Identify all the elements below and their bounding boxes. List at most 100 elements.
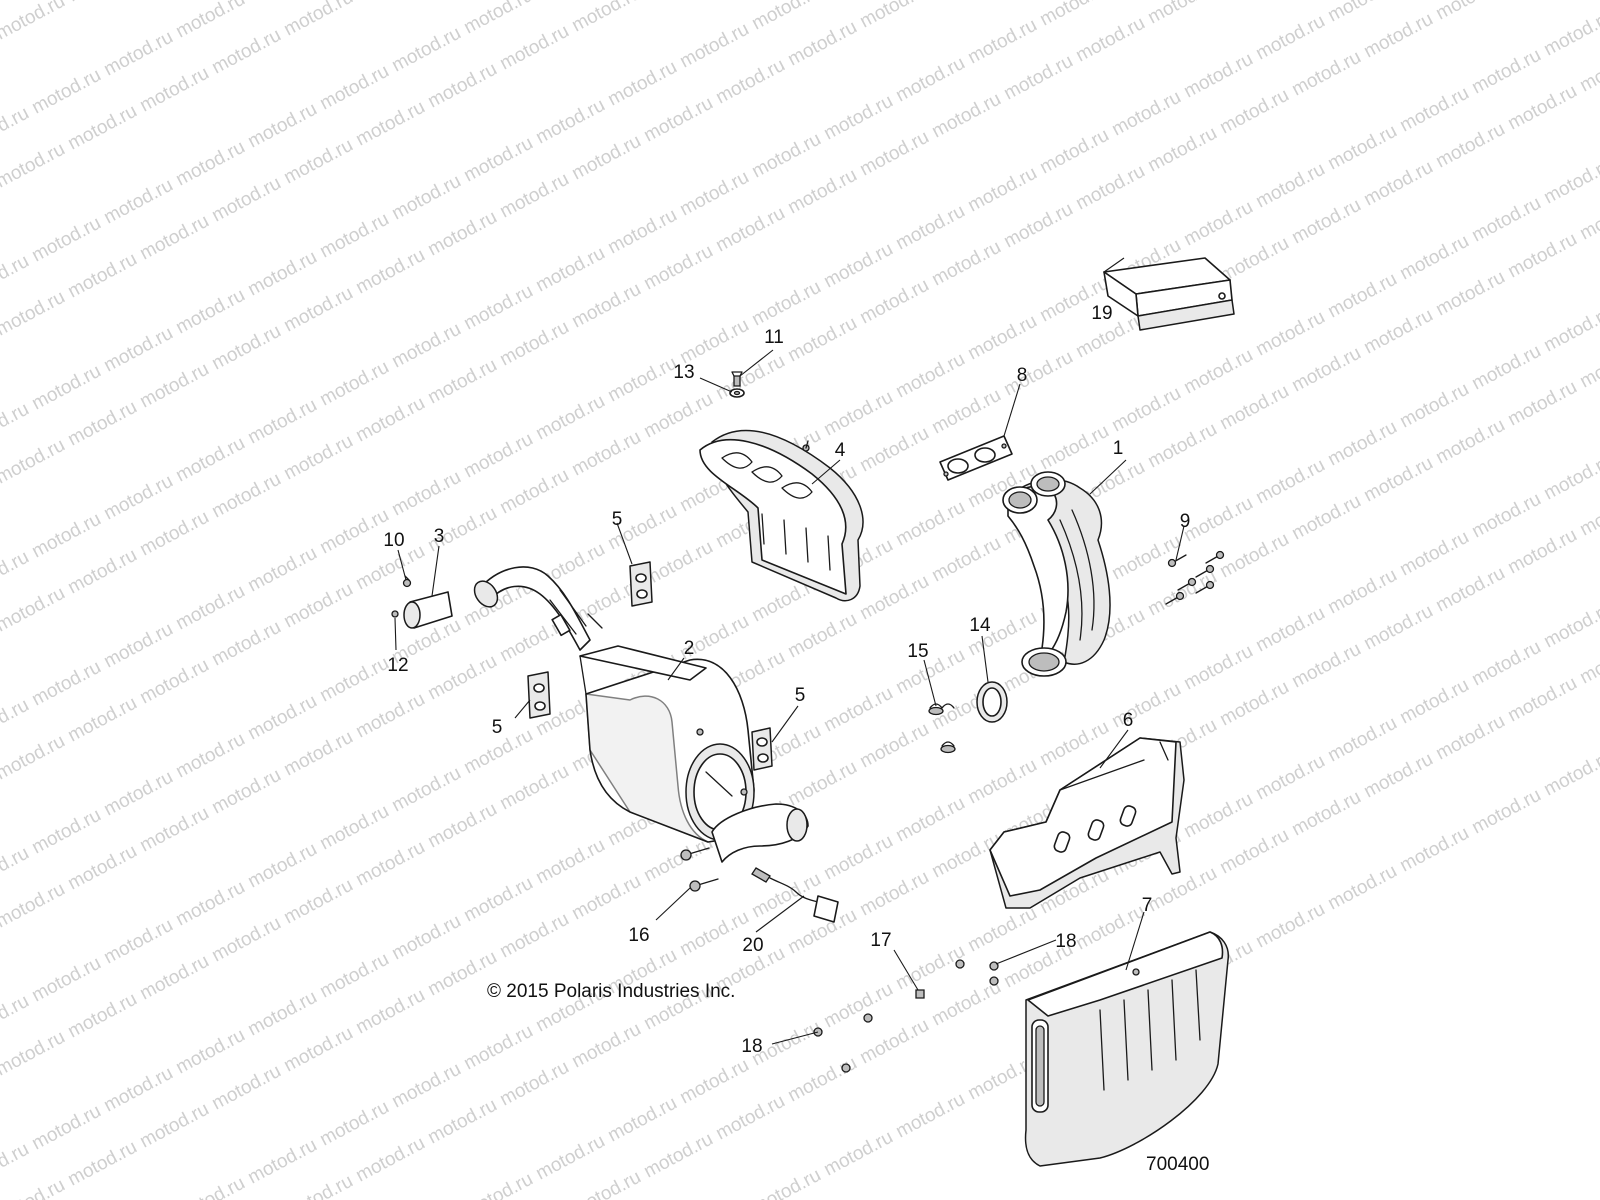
- watermark-text: motod.ru: [1180, 789, 1256, 843]
- watermark-text: motod.ru: [1360, 749, 1436, 803]
- watermark-text: motod.ru: [100, 767, 176, 821]
- watermark-text: motod.ru: [784, 757, 860, 811]
- watermark-text: motod.ru: [928, 89, 1004, 143]
- watermark-text: motod.ru: [1576, 43, 1600, 97]
- watermark-text: motod.ru: [0, 399, 33, 453]
- watermark-text: motod.ru: [820, 831, 896, 885]
- watermark-text: motod.ru: [496, 317, 572, 371]
- watermark-text: motod.ru: [712, 203, 788, 257]
- watermark-text: motod.ru: [604, 353, 680, 407]
- diagram-number: 700400: [1146, 1154, 1209, 1175]
- part-7-underside-heat-shield: [1024, 931, 1230, 1167]
- watermark-text: motod.ru: [0, 139, 69, 193]
- callout-18-lower: 18: [741, 1036, 762, 1057]
- watermark-text: motod.ru: [568, 279, 644, 333]
- part-8-gasket: [939, 435, 1013, 481]
- leader-lines: [394, 257, 1185, 1045]
- watermark-text: motod.ru: [1288, 639, 1364, 693]
- watermark-text: motod.ru: [172, 0, 248, 42]
- watermark-text: motod.ru: [856, 571, 932, 625]
- watermark-text: motod.ru: [0, 695, 33, 749]
- watermark-text: motod.ru: [1360, 305, 1436, 359]
- watermark-text: motod.ru: [1000, 199, 1076, 253]
- watermark-text: motod.ru: [892, 201, 968, 255]
- watermark-text: motod.ru: [244, 395, 320, 449]
- watermark-text: motod.ru: [784, 313, 860, 367]
- watermark-text: motod.ru: [532, 391, 608, 445]
- watermark-text: motod.ru: [964, 311, 1040, 365]
- watermark-text: motod.ru: [1540, 155, 1600, 209]
- watermark-text: motod.ru: [208, 25, 284, 79]
- watermark-text: motod.ru: [424, 1095, 500, 1149]
- part-2-muffler: [473, 566, 809, 863]
- part-18-fasteners: [813, 959, 999, 1073]
- copyright-text: © 2015 Polaris Industries Inc.: [487, 981, 735, 1002]
- watermark-text: motod.ru: [1396, 379, 1472, 433]
- watermark-text: motod.ru: [244, 987, 320, 1041]
- callout-5-upper: 5: [612, 509, 623, 530]
- watermark-text: motod.ru: [0, 991, 33, 1045]
- watermark-text: motod.ru: [1540, 303, 1600, 357]
- watermark-text: motod.ru: [100, 619, 176, 673]
- watermark-text: motod.ru: [1576, 635, 1600, 689]
- watermark-text: motod.ru: [964, 903, 1040, 957]
- watermark-text: motod.ru: [784, 609, 860, 663]
- watermark-text: motod.ru: [388, 763, 464, 817]
- watermark-text: motod.ru: [1036, 0, 1112, 30]
- watermark-text: motod.ru: [1036, 421, 1112, 475]
- watermark-text: motod.ru: [820, 387, 896, 441]
- part-11-screw: [731, 371, 743, 387]
- watermark-text: motod.ru: [244, 543, 320, 597]
- watermark-text: motod.ru: [172, 433, 248, 487]
- watermark-text: motod.ru: [1468, 341, 1544, 395]
- watermark-text: motod.ru: [1504, 229, 1580, 283]
- watermark-text: motod.ru: [136, 359, 212, 413]
- watermark-text: motod.ru: [172, 729, 248, 783]
- watermark-text: motod.ru: [136, 803, 212, 857]
- watermark-text: motod.ru: [0, 287, 69, 341]
- part-5-isolator-right: [751, 727, 773, 771]
- watermark-text: motod.ru: [1432, 563, 1508, 617]
- watermark-text: motod.ru: [64, 397, 140, 451]
- watermark-text: motod.ru: [0, 1175, 69, 1200]
- watermark-text: motod.ru: [820, 239, 896, 293]
- watermark-text: motod.ru: [1432, 711, 1508, 765]
- watermark-text: motod.ru: [388, 467, 464, 521]
- callout-15: 15: [907, 641, 928, 662]
- watermark-text: motod.ru: [676, 167, 752, 221]
- watermark-text: motod.ru: [64, 989, 140, 1043]
- watermark-text: motod.ru: [1216, 85, 1292, 139]
- part-9-bolts: [1165, 550, 1225, 605]
- watermark-text: motod.ru: [1576, 487, 1600, 541]
- watermark-text: motod.ru: [460, 429, 536, 483]
- watermark-text: motod.ru: [244, 1135, 320, 1189]
- watermark-text: motod.ru: [100, 323, 176, 377]
- watermark-text: motod.ru: [1072, 901, 1148, 955]
- part-17-fastener: [915, 989, 925, 999]
- watermark-text: motod.ru: [316, 209, 392, 263]
- watermark-text: motod.ru: [208, 913, 284, 967]
- watermark-text: motod.ru: [1180, 493, 1256, 547]
- watermark-text: motod.ru: [1540, 451, 1600, 505]
- watermark-text: motod.ru: [1396, 675, 1472, 729]
- watermark-text: motod.ru: [100, 471, 176, 525]
- watermark-text: motod.ru: [748, 0, 824, 34]
- watermark-text: motod.ru: [0, 251, 33, 305]
- watermark-text: motod.ru: [1360, 9, 1436, 63]
- watermark-text: motod.ru: [1252, 455, 1328, 509]
- part-20-o2-sensor: [751, 867, 839, 923]
- watermark-text: motod.ru: [316, 653, 392, 707]
- watermark-text: motod.ru: [748, 129, 824, 183]
- watermark-text: motod.ru: [1288, 491, 1364, 545]
- watermark-text: motod.ru: [1144, 863, 1220, 917]
- watermark-text: motod.ru: [928, 533, 1004, 587]
- watermark-text: motod.ru: [244, 0, 320, 4]
- watermark-text: motod.ru: [208, 321, 284, 375]
- callout-7: 7: [1142, 895, 1153, 916]
- watermark-text: motod.ru: [1036, 125, 1112, 179]
- watermark-text: motod.ru: [640, 537, 716, 591]
- watermark-text: motod.ru: [244, 99, 320, 153]
- watermark-text: motod.ru: [424, 207, 500, 261]
- watermark-text: motod.ru: [748, 277, 824, 331]
